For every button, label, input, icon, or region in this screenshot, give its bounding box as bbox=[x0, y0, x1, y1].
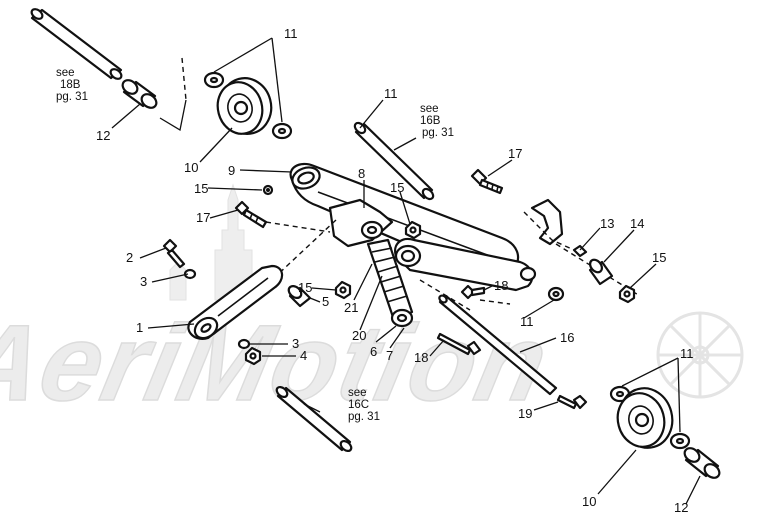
link-arm-1 bbox=[187, 264, 284, 340]
bracket-rear bbox=[523, 198, 575, 251]
callout-5: 5 bbox=[322, 294, 329, 309]
bolt-18-lower bbox=[436, 332, 482, 356]
callout-12: 12 bbox=[96, 128, 110, 143]
nut-15-lower bbox=[334, 280, 352, 300]
bolt-18-upper bbox=[460, 284, 486, 300]
ref-18b-id: 18B bbox=[60, 79, 81, 91]
callout-3: 3 bbox=[292, 336, 299, 351]
callout-labels: 11 12 10 11 9 15 17 8 15 17 13 14 15 2 3… bbox=[96, 26, 694, 515]
bolt-17-right bbox=[470, 168, 504, 195]
callout-7: 7 bbox=[386, 348, 393, 363]
shaft-16 bbox=[438, 294, 558, 396]
tube-upper-left bbox=[30, 8, 123, 80]
shock-absorber-20 bbox=[366, 238, 414, 328]
callout-21: 21 bbox=[344, 300, 358, 315]
nut-15-right bbox=[618, 284, 636, 304]
bushing-5 bbox=[287, 284, 312, 308]
callout-11: 11 bbox=[520, 314, 534, 329]
callout-1: 1 bbox=[136, 320, 143, 335]
leader-lines bbox=[111, 37, 701, 505]
bolt-2 bbox=[162, 238, 186, 269]
dashed-align-top-a bbox=[181, 57, 187, 101]
dashed-17-left bbox=[265, 221, 331, 233]
callout-11: 11 bbox=[284, 26, 298, 41]
callout-16: 16 bbox=[560, 330, 574, 345]
bushing-12-bottom bbox=[683, 447, 721, 479]
callout-3: 3 bbox=[140, 274, 147, 289]
callout-18: 18 bbox=[494, 278, 508, 293]
watermark-wheel bbox=[656, 311, 744, 399]
washer-3-bottom bbox=[237, 338, 251, 350]
reference-18b: see 18B pg. 31 bbox=[56, 67, 88, 103]
bolt-17-left bbox=[234, 200, 268, 229]
callout-8: 8 bbox=[358, 166, 365, 181]
washer-11-bottom-b bbox=[669, 432, 691, 450]
callout-14: 14 bbox=[630, 216, 644, 231]
callout-10: 10 bbox=[582, 494, 596, 509]
washer-11-mid bbox=[547, 286, 565, 302]
callout-12: 12 bbox=[674, 500, 688, 515]
lower-arm-right bbox=[394, 237, 537, 292]
ref-16b-see: see bbox=[420, 103, 439, 115]
bolt-19 bbox=[556, 394, 588, 410]
callout-4: 4 bbox=[300, 348, 307, 363]
callout-17: 17 bbox=[508, 146, 522, 161]
washer-3-top bbox=[183, 268, 197, 280]
callout-6: 6 bbox=[370, 344, 377, 359]
callout-2: 2 bbox=[126, 250, 133, 265]
callout-15: 15 bbox=[390, 180, 404, 195]
bracket-top bbox=[159, 99, 187, 132]
dashed-18 bbox=[419, 279, 471, 311]
ref-16c-page: pg. 31 bbox=[348, 411, 380, 423]
tube-16c bbox=[275, 385, 353, 453]
ref-16c-id: 16C bbox=[348, 399, 369, 411]
callout-9: 9 bbox=[228, 163, 235, 178]
shock-mount-bracket bbox=[328, 198, 394, 248]
callout-11: 11 bbox=[680, 346, 694, 361]
callout-10: 10 bbox=[184, 160, 198, 175]
callout-15: 15 bbox=[652, 250, 666, 265]
bushing-12-top bbox=[121, 79, 158, 109]
callout-18: 18 bbox=[414, 350, 428, 365]
ref-16b-page: pg. 31 bbox=[422, 127, 454, 139]
washer-11-top-b bbox=[271, 122, 293, 140]
reference-16c: see 16C pg. 31 bbox=[348, 387, 380, 423]
watermark-castle bbox=[169, 183, 253, 301]
ref-16b-id: 16B bbox=[420, 115, 441, 127]
callout-15: 15 bbox=[298, 280, 312, 295]
callout-20: 20 bbox=[352, 328, 366, 343]
bushing-14 bbox=[588, 258, 614, 286]
ref-18b-see: see bbox=[56, 67, 75, 79]
reference-16b: see 16B pg. 31 bbox=[420, 103, 454, 139]
idler-wheel-10-top bbox=[216, 77, 273, 135]
callout-13: 13 bbox=[600, 216, 614, 231]
nut-15-center bbox=[404, 220, 422, 240]
ref-16c-see: see bbox=[348, 387, 367, 399]
pin-13 bbox=[572, 244, 588, 258]
idler-wheel-10-bottom bbox=[616, 387, 674, 449]
callout-11: 11 bbox=[384, 86, 398, 101]
nut-15-top bbox=[262, 184, 274, 196]
washer-11-top-a bbox=[203, 71, 225, 89]
callout-15: 15 bbox=[194, 181, 208, 196]
nut-4 bbox=[244, 346, 262, 366]
callout-19: 19 bbox=[518, 406, 532, 421]
callout-17: 17 bbox=[196, 210, 210, 225]
ref-18b-page: pg. 31 bbox=[56, 91, 88, 103]
